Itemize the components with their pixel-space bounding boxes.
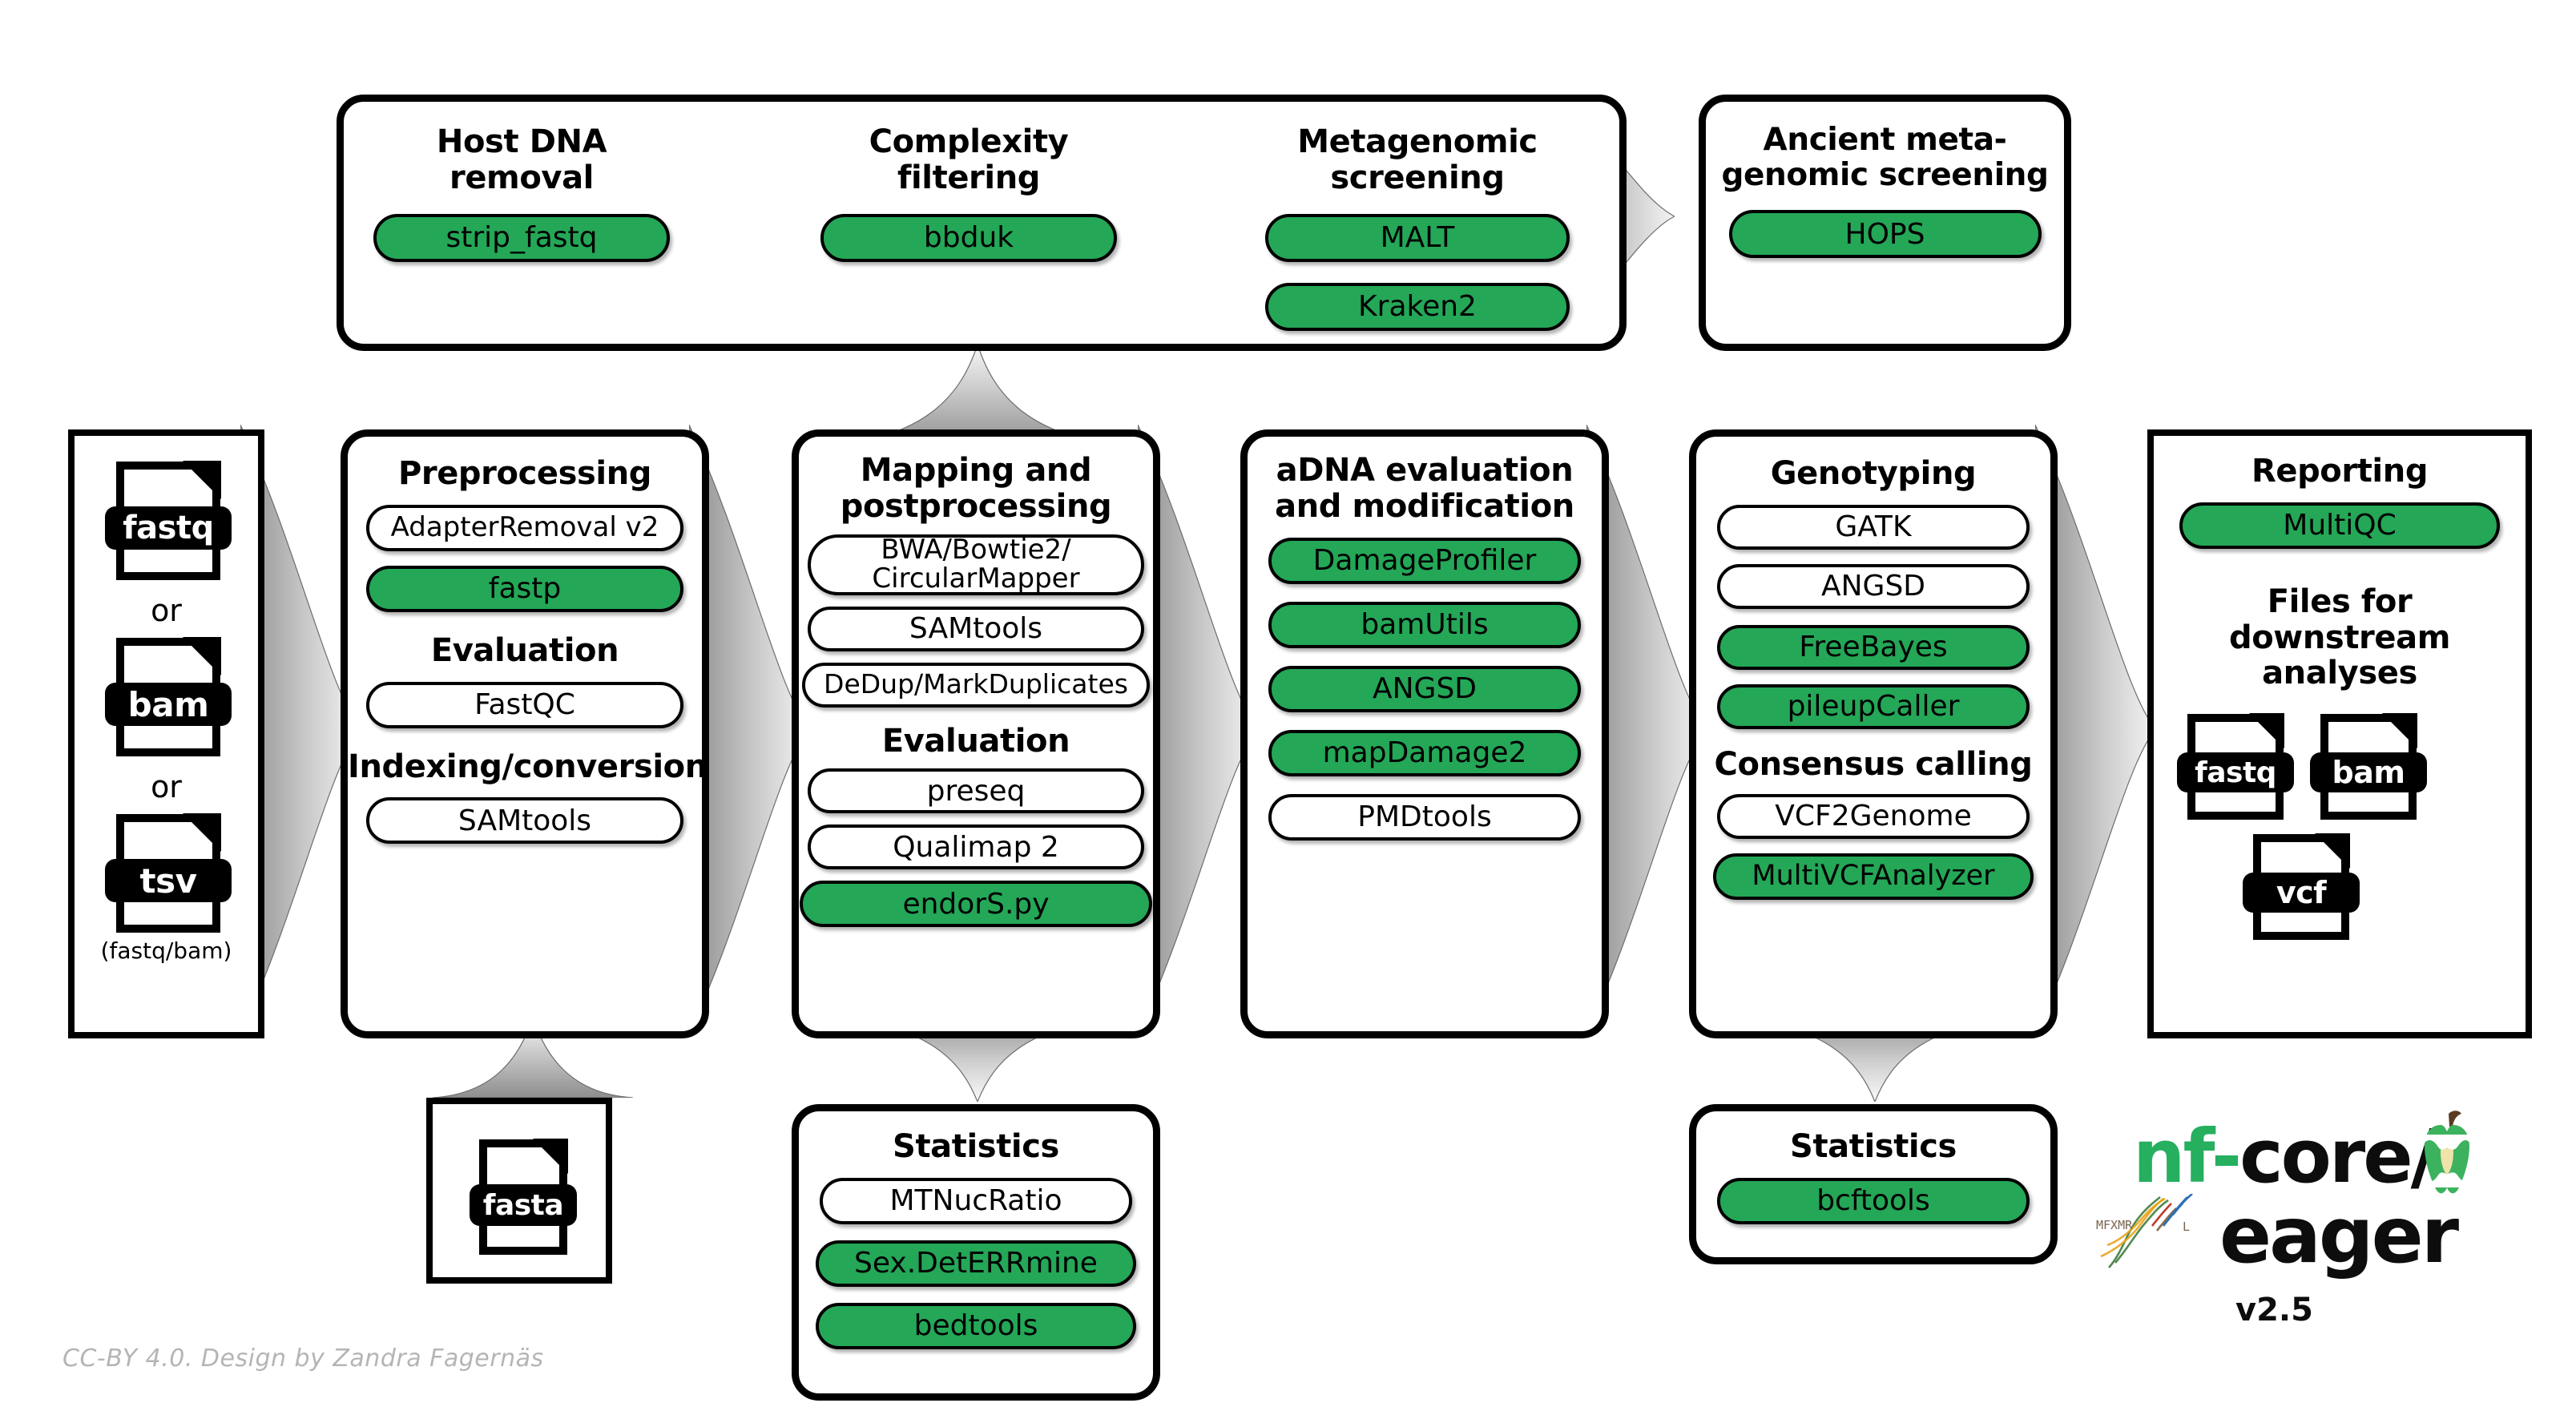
panel-title: Reporting xyxy=(2251,453,2429,490)
section-complexity-filtering: Complexity filtering bbduk xyxy=(808,124,1129,262)
subsection-title: Evaluation xyxy=(881,722,1070,760)
tool-pill[interactable]: FastQC xyxy=(366,681,683,728)
tool-pill[interactable]: MTNucRatio xyxy=(820,1177,1132,1224)
section-metagenomic-screening: Metagenomic screening MALT Kraken2 xyxy=(1257,124,1578,331)
tool-pill[interactable]: AdapterRemoval v2 xyxy=(366,504,683,551)
nf-core-eager-logo: nf-core/ eager v2.5 MFXMR L xyxy=(2096,1111,2516,1378)
panel-title: Statistics xyxy=(893,1128,1059,1165)
tool-pill[interactable]: HOPS xyxy=(1728,210,2042,259)
logo-line-1: nf-core/ xyxy=(2133,1114,2437,1199)
panel-title: Genotyping xyxy=(1770,455,1977,492)
tool-pill[interactable]: fastp xyxy=(366,565,683,612)
tool-pill[interactable]: MALT xyxy=(1265,213,1570,262)
subsection-title: Consensus calling xyxy=(1714,745,2033,783)
tool-pill[interactable]: ANGSD xyxy=(1268,665,1581,712)
bam-file-icon: bam xyxy=(2309,713,2428,820)
panel-title: Mapping and postprocessing xyxy=(840,452,1112,525)
tool-pill[interactable]: pileupCaller xyxy=(1717,683,2030,729)
section-host-dna-removal: Host DNA removal strip_fastq xyxy=(361,124,682,262)
panel-title: aDNA evaluation and modification xyxy=(1275,452,1574,525)
tool-pill[interactable]: endorS.py xyxy=(800,881,1152,928)
section-title: Metagenomic screening xyxy=(1297,123,1538,196)
logo-core-text: core/ xyxy=(2239,1114,2437,1199)
tool-pill[interactable]: GATK xyxy=(1717,504,2030,550)
panel-reference-fasta: fasta xyxy=(426,1098,612,1284)
dna-helix-icon: MFXMR L xyxy=(2096,1194,2193,1268)
vcf-file-icon: vcf xyxy=(2242,833,2360,941)
tsv-file-icon: tsv xyxy=(104,813,232,933)
tool-pill[interactable]: BWA/Bowtie2/ CircularMapper xyxy=(808,534,1144,595)
tool-pill[interactable]: Sex.DetERRmine xyxy=(816,1240,1136,1287)
panel-title: Preprocessing xyxy=(397,455,652,492)
apple-core-icon xyxy=(2425,1111,2469,1194)
or-separator: or xyxy=(151,769,182,804)
tool-pill[interactable]: bbduk xyxy=(820,213,1117,262)
panel-input-files: fastq or bam or tsv (fastq/bam) xyxy=(68,429,264,1038)
tool-pill[interactable]: MultiVCFAnalyzer xyxy=(1713,853,2034,900)
panel-statistics-genotyping: Statistics bcftools xyxy=(1689,1104,2058,1264)
panel-title: Ancient meta- genomic screening xyxy=(1721,122,2049,193)
logo-nf-text: nf- xyxy=(2133,1114,2242,1199)
or-separator: or xyxy=(151,593,182,628)
section-title: Complexity filtering xyxy=(869,123,1069,196)
tool-pill[interactable]: bcftools xyxy=(1717,1177,2030,1224)
panel-reporting: Reporting MultiQC Files for downstream a… xyxy=(2147,429,2532,1038)
tool-pill[interactable]: preseq xyxy=(808,768,1144,814)
tool-pill[interactable]: ANGSD xyxy=(1717,563,2030,609)
tool-pill[interactable]: VCF2Genome xyxy=(1717,793,2030,839)
svg-text:L: L xyxy=(2183,1220,2190,1234)
tool-pill[interactable]: MultiQC xyxy=(2179,502,2500,549)
panel-screening-group: Host DNA removal strip_fastq Complexity … xyxy=(337,95,1627,351)
tool-pill[interactable]: FreeBayes xyxy=(1717,624,2030,670)
panel-genotyping: Genotyping GATK ANGSD FreeBayes pileupCa… xyxy=(1689,429,2058,1038)
credit-text: CC-BY 4.0. Design by Zandra Fagernäs xyxy=(62,1345,544,1373)
fastq-file-icon: fastq xyxy=(2176,713,2295,820)
panel-preprocessing: Preprocessing AdapterRemoval v2 fastp Ev… xyxy=(341,429,709,1038)
bam-file-icon: bam xyxy=(104,637,232,756)
logo-version: v2.5 xyxy=(2235,1292,2313,1328)
subsection-title: Files for downstream analyses xyxy=(2228,583,2450,692)
tool-pill[interactable]: SAMtools xyxy=(366,797,683,845)
panel-adna-evaluation: aDNA evaluation and modification DamageP… xyxy=(1240,429,1609,1038)
panel-ancient-metagenomic-screening: Ancient meta- genomic screening HOPS xyxy=(1699,95,2071,351)
tool-pill[interactable]: PMDtools xyxy=(1268,793,1581,841)
tool-pill[interactable]: SAMtools xyxy=(808,606,1144,651)
section-title: Host DNA removal xyxy=(436,123,607,196)
fasta-file-icon: fasta xyxy=(469,1139,578,1255)
fastq-file-icon: fastq xyxy=(104,461,232,580)
logo-eager-text: eager xyxy=(2219,1191,2459,1280)
panel-statistics-mapping: Statistics MTNucRatio Sex.DetERRmine bed… xyxy=(792,1104,1160,1401)
input-note: (fastq/bam) xyxy=(100,937,232,964)
tool-pill[interactable]: Qualimap 2 xyxy=(808,824,1144,870)
tool-pill[interactable]: strip_fastq xyxy=(373,213,670,262)
subsection-title: Indexing/conversion xyxy=(348,748,707,785)
tool-pill[interactable]: mapDamage2 xyxy=(1268,729,1581,776)
tool-pill[interactable]: Kraken2 xyxy=(1265,282,1570,331)
panel-title: Statistics xyxy=(1790,1128,1957,1165)
tool-pill[interactable]: DeDup/MarkDuplicates xyxy=(802,662,1150,708)
subsection-title: Evaluation xyxy=(430,631,619,669)
tool-pill[interactable]: bamUtils xyxy=(1268,601,1581,648)
panel-mapping-postprocessing: Mapping and postprocessing BWA/Bowtie2/ … xyxy=(792,429,1160,1038)
tool-pill[interactable]: bedtools xyxy=(816,1302,1136,1349)
svg-text:MFXMR: MFXMR xyxy=(2096,1218,2133,1232)
tool-pill[interactable]: DamageProfiler xyxy=(1268,537,1581,584)
